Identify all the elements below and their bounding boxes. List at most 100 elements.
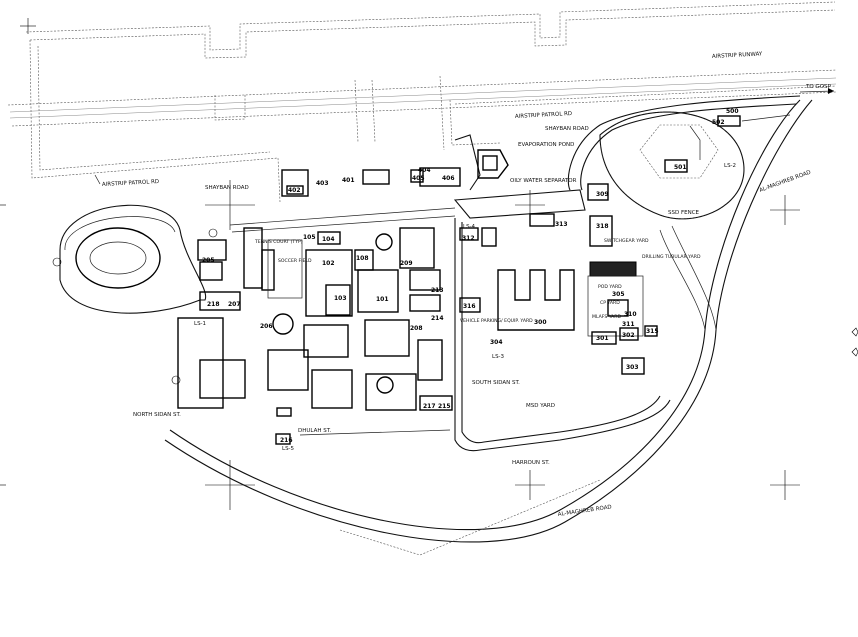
building-316[interactable]: [459, 297, 481, 313]
building-309[interactable]: [587, 183, 609, 201]
building-104[interactable]: [317, 231, 341, 245]
edge-markers: [52, 228, 858, 385]
dhulah-st-label: DHULAH ST.: [298, 428, 331, 434]
building-403[interactable]: [281, 169, 309, 197]
building-218[interactable]: [276, 407, 292, 417]
pod-yard-label: POD YARD: [598, 284, 622, 290]
label-206: 206: [260, 323, 273, 330]
building-302[interactable]: [619, 327, 639, 341]
label-406: 406: [442, 175, 455, 182]
crosshair-marks: [0, 18, 800, 510]
soccer-field-label: SOCCER FIELD: [278, 258, 312, 264]
recreation-area: [243, 227, 303, 299]
label-403: 403: [316, 180, 329, 187]
label-309: 309: [596, 191, 609, 198]
label-501: 501: [674, 164, 687, 171]
label-313: 313: [555, 221, 568, 228]
south-boundary: [299, 429, 601, 556]
ssd-fence-area: [599, 111, 791, 220]
building-213[interactable]: [409, 269, 441, 291]
airstrip-patrol-rd-left-label: AIRSTRIP PATROL RD: [102, 179, 159, 188]
industrial-area: [459, 183, 658, 375]
label-405: 405: [412, 175, 425, 182]
shayban-road-right-label: SHAYBAN ROAD: [545, 126, 589, 132]
south-sidan-st-label: SOUTH SIDAN ST.: [472, 380, 520, 386]
label-217: 217: [423, 403, 436, 410]
airstrip-runway-label: AIRSTRIP RUNWAY: [712, 51, 763, 60]
building-301[interactable]: [591, 331, 617, 345]
building-103[interactable]: [325, 284, 351, 316]
vehicle-parking-label: VEHICLE PARKING/ EQUIP. YARD: [460, 318, 533, 324]
label-105: 105: [303, 234, 316, 241]
building-310[interactable]: [607, 299, 629, 317]
building-214[interactable]: [409, 294, 441, 312]
label-104: 104: [322, 236, 335, 243]
building-300[interactable]: [497, 269, 575, 331]
label-303: 303: [626, 364, 639, 371]
label-316: 316: [463, 303, 476, 310]
shayban-road-left-label: SHAYBAN ROAD: [205, 185, 249, 191]
building-215[interactable]: [419, 395, 453, 411]
building-501[interactable]: [664, 159, 688, 173]
tennis-court[interactable]: [243, 227, 263, 289]
label-401: 401: [342, 177, 355, 184]
building-400[interactable]: [362, 169, 390, 185]
ls-4-label: LS-4: [463, 224, 476, 230]
cp-yard-label: CP YARD: [600, 300, 620, 306]
label-103: 103: [334, 295, 347, 302]
ls-1-label: LS-1: [194, 321, 206, 327]
airstrip-patrol-rd-top-label: AIRSTRIP PATROL RD: [515, 111, 572, 120]
ssd-fence-label: SSD FENCE: [668, 210, 700, 216]
building-318[interactable]: [589, 215, 613, 247]
building-209[interactable]: [399, 227, 435, 269]
oily-water-separator-label: OILY WATER SEPARATOR: [510, 178, 577, 184]
building-206[interactable]: [272, 313, 294, 335]
label-318: 318: [596, 223, 609, 230]
mlafs-yard-label: MLAFS YARD: [592, 314, 621, 320]
building-406[interactable]: [419, 167, 461, 187]
building-217[interactable]: [311, 369, 353, 409]
building-207[interactable]: [199, 291, 241, 311]
label-102: 102: [322, 260, 335, 267]
label-101: 101: [376, 296, 389, 303]
label-218: 218: [207, 301, 220, 308]
label-302: 302: [622, 332, 635, 339]
building-303[interactable]: [621, 357, 645, 375]
building-102[interactable]: [305, 249, 353, 317]
west-housing: [177, 239, 309, 445]
label-300: 300: [534, 319, 547, 326]
label-214: 214: [431, 315, 444, 322]
building-216[interactable]: [275, 433, 291, 445]
label-208: 208: [410, 325, 423, 332]
label-310: 310: [624, 311, 637, 318]
msd-yard-label: MSD YARD: [526, 403, 555, 409]
building-402[interactable]: [286, 185, 304, 195]
label-312: 312: [462, 235, 475, 242]
building-313[interactable]: [529, 213, 555, 227]
label-502: 502: [712, 119, 725, 126]
building-101[interactable]: [357, 269, 399, 313]
drilling-tubular-yard[interactable]: [589, 261, 637, 277]
al-maghreb-road-right-label: AL-MAGHREB ROAD: [759, 170, 812, 194]
soccer-field[interactable]: [267, 239, 303, 299]
label-205: 205: [202, 257, 215, 264]
label-311: 311: [622, 321, 635, 328]
al-maghreb-road: [164, 99, 813, 543]
south-housing: [303, 319, 453, 411]
building-502[interactable]: [717, 115, 741, 127]
harroun-st-label: HARROUN ST.: [512, 460, 550, 466]
label-305: 305: [612, 291, 625, 298]
ls-3-label: LS-3: [492, 354, 505, 360]
tennis-court-label: TENNIS COURT (TYP): [254, 239, 303, 245]
label-215: 215: [438, 403, 451, 410]
to-gosp-arrowhead: [828, 88, 834, 94]
ls-5-label: LS-5: [282, 446, 295, 452]
label-402: 402: [288, 187, 301, 194]
building-405[interactable]: [410, 169, 424, 183]
building-315[interactable]: [644, 325, 658, 337]
core-buildings: [305, 227, 441, 317]
building-312[interactable]: [459, 227, 479, 241]
ls-2-label: LS-2: [724, 163, 736, 169]
perimeter-road: [229, 95, 801, 452]
building-205[interactable]: [197, 239, 227, 261]
